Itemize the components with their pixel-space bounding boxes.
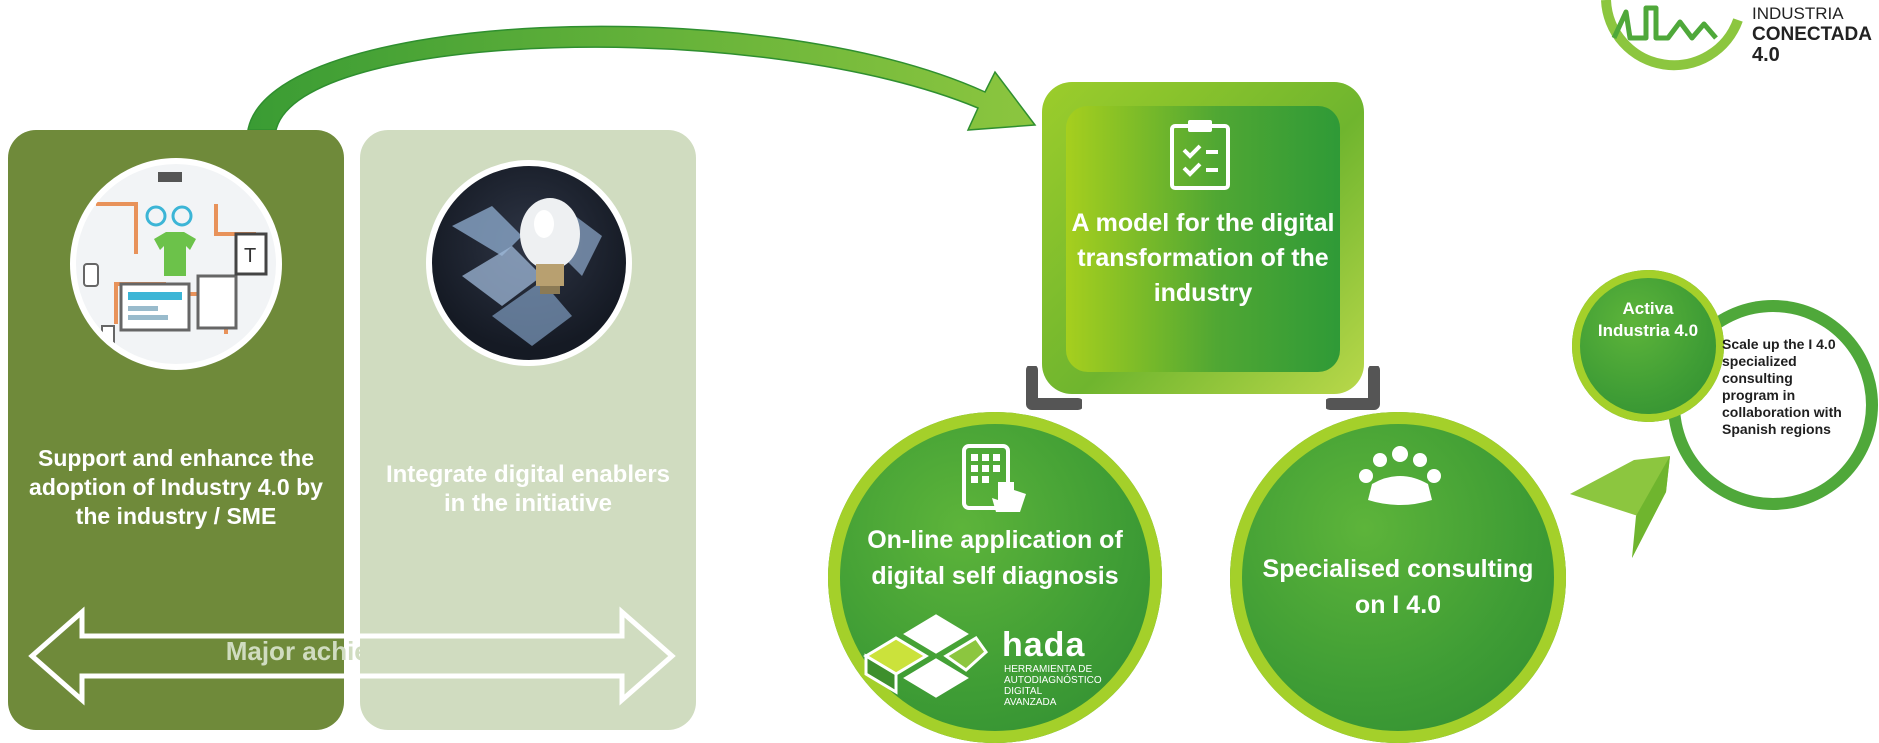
upward-chevron-arrow: [1570, 456, 1670, 558]
tablet-touch-icon: [962, 444, 1026, 512]
logo-line-3: 4.0: [1752, 44, 1780, 66]
consulting-circle: [1230, 412, 1566, 743]
integrate-text: Integrate digital enablers in the initia…: [385, 461, 671, 517]
major-achievements-label: Major achievements: [225, 636, 475, 666]
robot-hand-photo: [426, 160, 632, 366]
hada-subtitle-3: DIGITAL: [1004, 686, 1043, 697]
model-card: [1066, 106, 1340, 372]
hada-cube-logo: [863, 614, 988, 698]
clipboard-check-icon: [1170, 120, 1230, 190]
connector-right: [1326, 366, 1380, 410]
iot-illustration: T: [70, 158, 282, 370]
model-card-text: A model for the digital transformation o…: [1071, 209, 1335, 307]
industria-conectada-logo-icon: [1601, 0, 1743, 71]
hada-subtitle-2: AUTODIAGNÓSTICO: [1004, 675, 1102, 686]
activa-text: Activa Industria 4.0: [1597, 299, 1699, 340]
activa-circle: [1572, 270, 1724, 422]
hada-subtitle-4: AVANZADA: [1004, 697, 1057, 708]
major-achievements-arrow: [28, 606, 676, 706]
self-diagnosis-text: On-line application of digital self diag…: [867, 526, 1123, 590]
connector-left: [1026, 366, 1082, 410]
svg-text:T: T: [244, 245, 256, 267]
meeting-people-icon: [1359, 446, 1441, 505]
logo-line-1: INDUSTRIA: [1752, 4, 1844, 23]
support-text: Support and enhance the adoption of Indu…: [29, 445, 323, 529]
consulting-text: Specialised consulting on I 4.0: [1262, 555, 1534, 619]
logo-line-2: CONECTADA: [1752, 24, 1872, 45]
hada-name: hada: [1002, 626, 1086, 664]
scale-up-text: Scale up the I 4.0 specialized consultin…: [1722, 336, 1842, 437]
hada-subtitle-1: HERRAMIENTA DE: [1004, 664, 1093, 675]
